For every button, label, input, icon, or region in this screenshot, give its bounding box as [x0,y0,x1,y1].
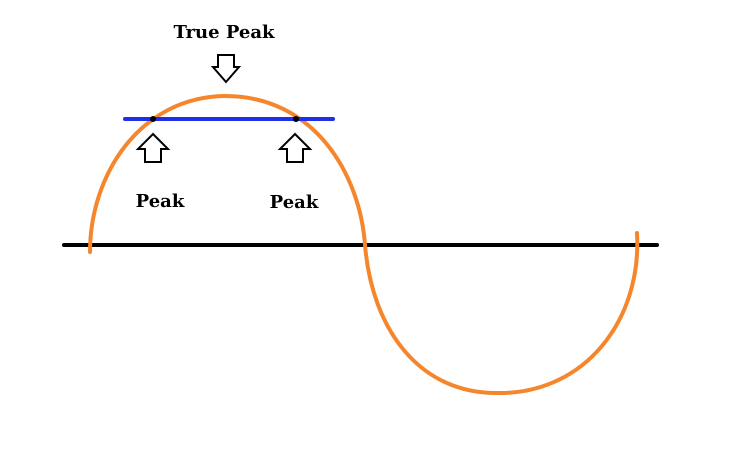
sample-point-left [150,116,156,122]
arrow-down-icon [210,54,242,84]
peak-label-left: Peak [136,191,185,212]
sample-point-right [293,116,299,122]
sine-waveform [88,93,640,396]
true-peak-label: True Peak [173,22,275,43]
arrow-up-icon [135,132,171,163]
arrow-up-icon [277,132,313,163]
peak-label-right: Peak [270,192,319,213]
